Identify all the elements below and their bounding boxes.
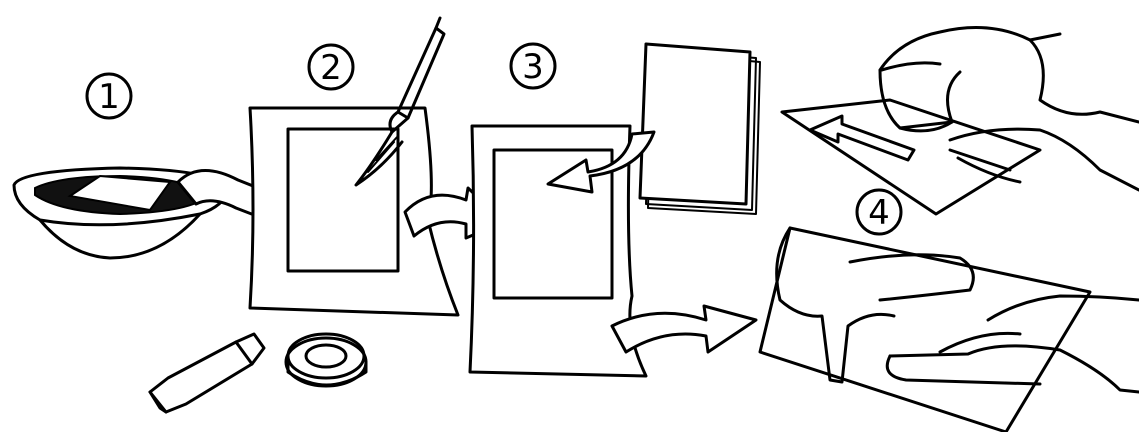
step-2-number: 2 — [320, 48, 342, 88]
paper-stack — [640, 44, 760, 214]
paste-tube — [150, 334, 264, 412]
step-3-marker: 3 — [511, 44, 555, 88]
tape-roll — [286, 334, 366, 386]
step-4-marker: 4 — [857, 190, 901, 234]
step-1-number: 1 — [98, 77, 120, 117]
pressing-sheet-top — [782, 28, 1139, 215]
step-2-marker: 2 — [309, 45, 353, 89]
arrow-board-to-press — [612, 306, 756, 352]
pressing-sheet-bottom — [760, 228, 1139, 432]
step-3-number: 3 — [522, 47, 544, 87]
step-1-marker: 1 — [87, 74, 131, 118]
step-4-number: 4 — [868, 193, 890, 233]
